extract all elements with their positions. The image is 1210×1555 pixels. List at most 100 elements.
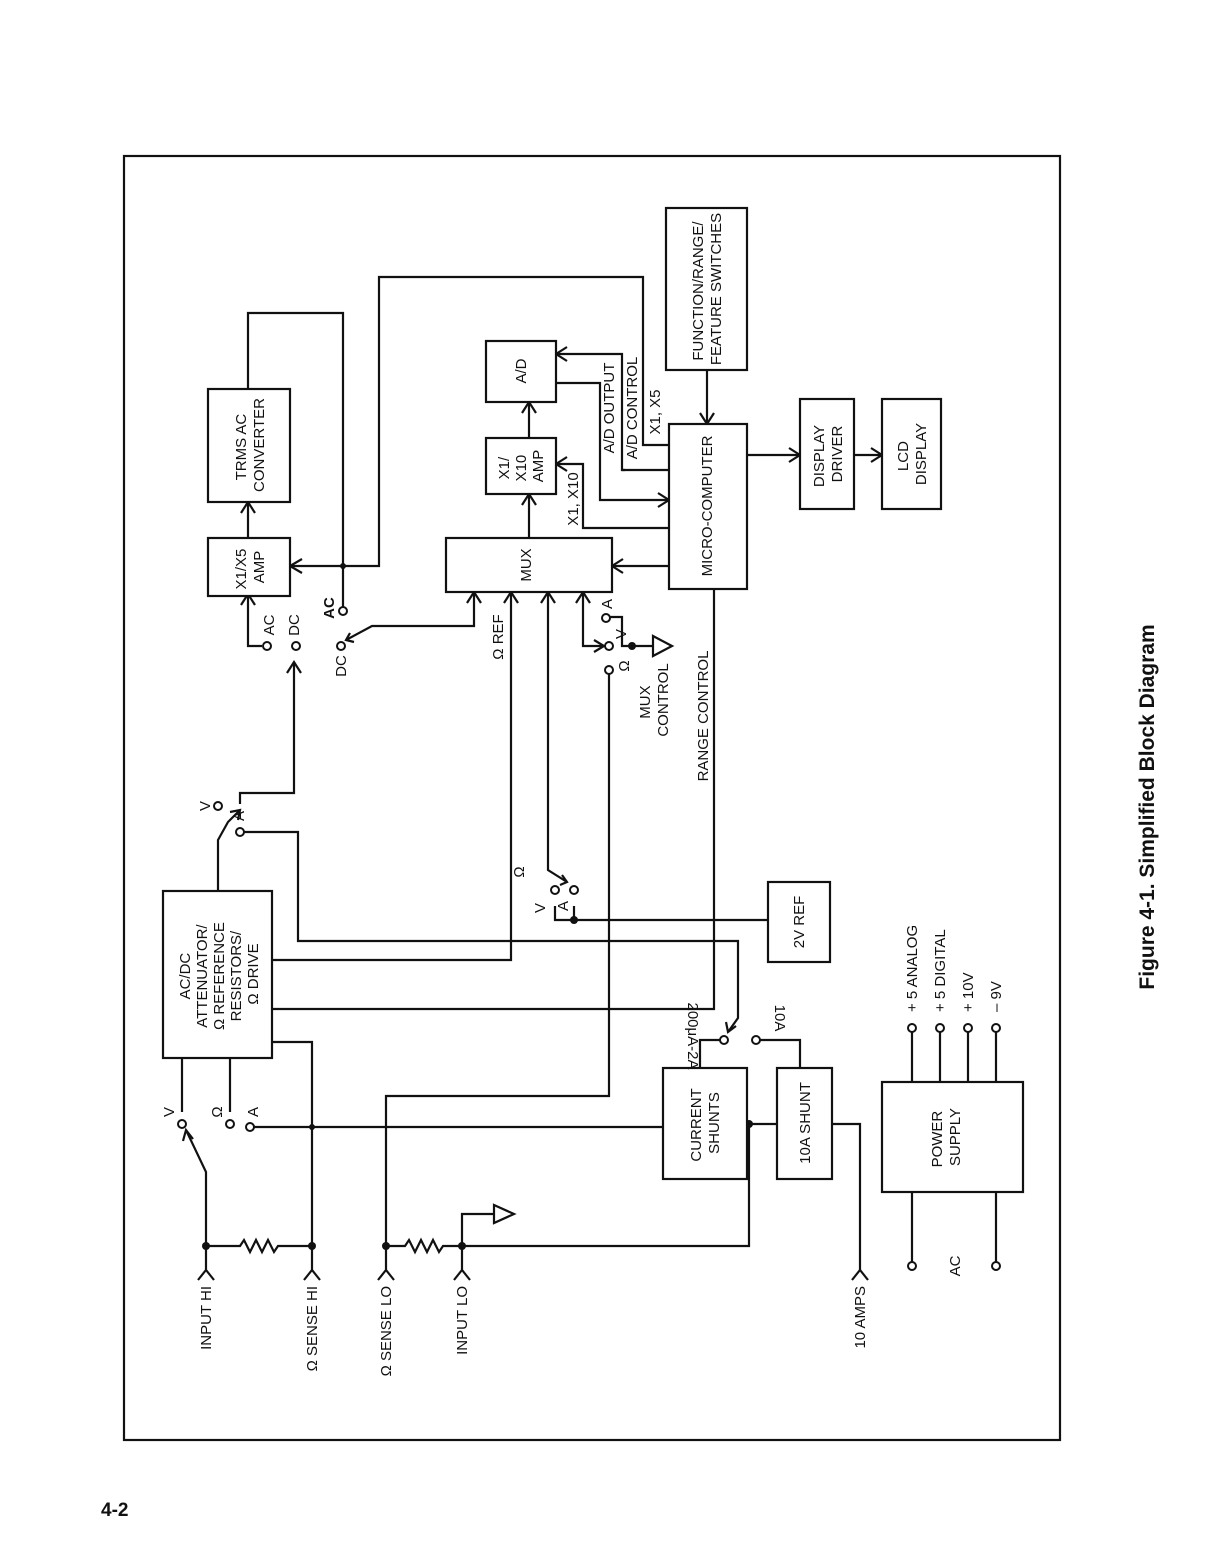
x1x10-amp-block: X1/ X10 AMP (484, 436, 558, 496)
vref-label: 2V REF (791, 896, 808, 949)
power-out-digital: + 5 DIGITAL (932, 929, 949, 1012)
svg-text:CURRENT SHUNTS: CURRENT SHUNTS (688, 1084, 723, 1161)
ohm-ref-label: Ω REF (490, 614, 507, 659)
input-labels: INPUT HI Ω SENSE HI Ω SENSE LO INPUT LO … (198, 1286, 869, 1376)
mux-control-line-2: CONTROL (655, 663, 672, 736)
trms-line-1: TRMS AC (233, 414, 250, 481)
input-switch-a-label: A (245, 1107, 262, 1117)
display-driver-block: DISPLAY DRIVER (798, 397, 856, 511)
input-switch-v-label: V (161, 1107, 178, 1117)
input-lo-label: INPUT LO (454, 1286, 471, 1355)
lcd-display-block: LCD DISPLAY (880, 397, 943, 511)
svg-text:MUX CONTROL: MUX CONTROL (637, 663, 672, 736)
current-shunts-line-2: SHUNTS (706, 1092, 723, 1154)
ad-label: A/D (513, 358, 530, 383)
display-driver-line-1: DISPLAY (811, 425, 828, 487)
switch-ac-label: AC (261, 614, 278, 635)
svg-text:LCD DISPLAY: LCD DISPLAY (895, 423, 930, 485)
figure-caption: Figure 4-1. Simplified Block Diagram (1136, 624, 1159, 989)
svg-text:DISPLAY DRIVER: DISPLAY DRIVER (811, 421, 846, 487)
page-number: 4-2 (101, 1500, 128, 1521)
switch-ac-bold-label: AC (321, 597, 338, 619)
mux-control-line-1: MUX (637, 685, 654, 718)
power-supply-line-2: SUPPLY (947, 1108, 964, 1166)
microcomputer-label: MICRO-COMPUTER (699, 435, 716, 576)
power-out-9v: – 9V (988, 981, 1005, 1012)
svg-text:MUX: MUX (518, 548, 535, 581)
x1x5-amp-block: X1/X5 AMP (206, 536, 292, 598)
10-amps-label: 10 AMPS (852, 1286, 869, 1349)
attenuator-block: AC/DC ATTENUATOR/ Ω REFERENCE RESISTORS/… (161, 889, 274, 1060)
svg-text:X1/X5 AMP: X1/X5 AMP (233, 544, 268, 589)
vref-block: 2V REF (766, 880, 832, 964)
sense-lo-label: Ω SENSE LO (378, 1286, 395, 1376)
x1x5-line-1: X1/X5 (233, 549, 250, 590)
power-supply-block: POWER SUPPLY (880, 1080, 1025, 1194)
attenuator-line-3: Ω REFERENCE (211, 922, 228, 1030)
power-labels: + 5 ANALOG + 5 DIGITAL + 10V – 9V AC (904, 925, 1005, 1277)
mux-switch-ohm-label: Ω (616, 660, 633, 671)
attenuator-line-5: Ω DRIVE (245, 943, 262, 1004)
ad-output-label: A/D OUTPUT (601, 363, 618, 454)
lower-switch-v-label: V (532, 903, 549, 913)
switch-labels: AC DC AC DC A V Ω V A Ω V A V Ω A 200μA-… (161, 597, 788, 1118)
diagram-frame (122, 154, 1062, 1442)
shunt-10a-label: 10A SHUNT (797, 1082, 814, 1164)
range-control-label: RANGE CONTROL (695, 651, 712, 782)
switch-dc-label: DC (286, 614, 303, 636)
attenuator-line-4: RESISTORS/ (228, 930, 245, 1021)
mux-block: MUX (444, 536, 614, 594)
attenuator-line-1: AC/DC (177, 953, 194, 1000)
lcd-line-1: LCD (895, 441, 912, 471)
trms-line-2: CONVERTER (251, 398, 268, 492)
input-hi-label: INPUT HI (198, 1286, 215, 1350)
power-out-analog: + 5 ANALOG (904, 925, 921, 1012)
shunt-10a-block: 10A SHUNT (775, 1066, 834, 1181)
svg-text:10A SHUNT: 10A SHUNT (797, 1082, 814, 1164)
x1x10-line-1: X1/ (496, 456, 513, 479)
input-switch-ohm-label: Ω (209, 1106, 226, 1117)
range-low-label: 200μA-2A (684, 1002, 701, 1069)
signal-labels: A/D OUTPUT A/D CONTROL X1, X5 X1, X10 RA… (490, 357, 712, 782)
terminals (177, 606, 1001, 1271)
mux-label: MUX (518, 548, 535, 581)
svg-text:FUNCTION/RANGE/ FEATURE: FUNCTION/RANGE/ FEATURE SWITCHES (690, 213, 725, 365)
power-input-ac: AC (947, 1255, 964, 1276)
switch-dc2-label: DC (333, 655, 350, 677)
trms-ac-converter-block: TRMS AC CONVERTER (206, 387, 292, 504)
ad-block: A/D (484, 339, 558, 404)
att-switch-v-label: V (197, 801, 214, 811)
x1x10-signal-label: X1, X10 (565, 472, 582, 525)
svg-text:POWER SUPPLY: POWER SUPPLY (929, 1107, 964, 1168)
power-supply-line-1: POWER (929, 1111, 946, 1168)
ad-control-label: A/D CONTROL (624, 357, 641, 460)
display-driver-line-2: DRIVER (829, 426, 846, 483)
current-shunts-line-1: CURRENT (688, 1088, 705, 1161)
x1x10-line-2: X10 (513, 455, 530, 482)
power-out-10v: + 10V (960, 972, 977, 1012)
att-switch-a-label: A (231, 811, 248, 821)
svg-text:2V REF: 2V REF (791, 896, 808, 949)
mux-switch-v-label: V (613, 629, 630, 639)
lcd-line-2: DISPLAY (913, 423, 930, 485)
svg-text:A/D: A/D (513, 358, 530, 383)
svg-text:X1/ X10 AMP: X1/ X10 AMP (496, 450, 547, 483)
sense-hi-label: Ω SENSE HI (304, 1286, 321, 1371)
wires (180, 275, 998, 1281)
x1x5-signal-label: X1, X5 (647, 389, 664, 434)
lower-switch-a-label: A (555, 901, 572, 911)
function-switches-line-2: FEATURE SWITCHES (708, 213, 725, 365)
function-switches-line-1: FUNCTION/RANGE/ (690, 221, 707, 361)
current-shunts-block: CURRENT SHUNTS (661, 1066, 749, 1181)
lower-switch-ohm-label: Ω (511, 866, 528, 877)
svg-text:TRMS AC CONVERTER: TRMS AC CONVERTER (233, 398, 268, 492)
microcomputer-block: MICRO-COMPUTER (667, 422, 749, 591)
x1x5-line-2: AMP (251, 551, 268, 584)
attenuator-line-2: ATTENUATOR/ (194, 924, 211, 1028)
range-high-label: 10A (771, 1005, 788, 1032)
mux-switch-a-label: A (599, 599, 616, 609)
svg-text:MICRO-COMPUTER: MICRO-COMPUTER (699, 435, 716, 576)
x1x10-line-3: AMP (530, 450, 547, 483)
svg-text:AC/DC ATTENUATOR/: AC/DC ATTENUATOR/ Ω REFERENCE RESISTORS/… (177, 918, 262, 1030)
